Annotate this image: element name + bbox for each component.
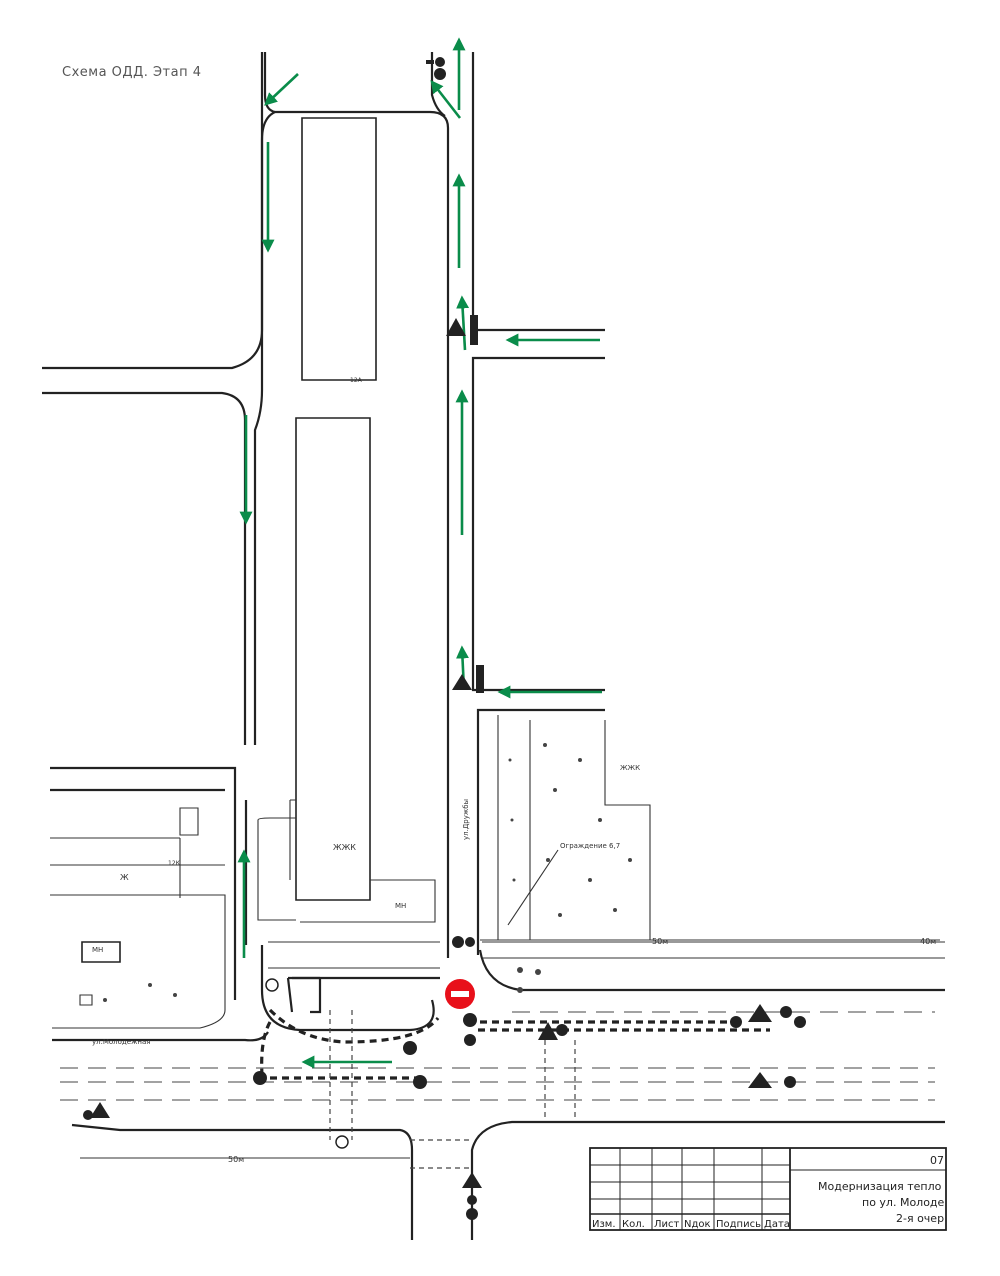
street-label-molodezhnaya: ул.Молодежная [92,1038,150,1046]
road-sign-icon [748,1072,796,1088]
road-signs [83,57,806,1220]
stamp-header-kol: Кол. [622,1219,645,1230]
road-sign-icon [83,1102,110,1120]
road-sign-icon [538,1022,568,1040]
road-sign-icon [730,1004,806,1028]
road-network [42,52,945,1240]
building-label-mn-left: МН [92,946,103,954]
building-label-zhk: ЖЖК [333,843,356,852]
road-sign-icon [265,978,279,992]
stamp-sheet-number: 07 [930,1154,944,1167]
map-labels: ЖЖК ЖЖК МН МН Ж 12А 12К ул.Дружбы ул.Мол… [92,377,936,1164]
road-sign-icon [426,57,446,80]
stamp-project-line-2: по ул. Молоде [862,1196,945,1209]
title-block: Изм. Кол. Лист Nдок Подпись Дата 07 Моде… [589,1147,947,1231]
stamp-header-izm: Изм. [592,1219,616,1230]
road-sign-icon [335,1135,349,1149]
building-number-k: 12К [168,860,181,867]
road-sign-icon [462,1172,482,1220]
building-label-zh-left: Ж [120,873,129,882]
building-label-mn: МН [395,902,406,910]
stamp-project-line-1: Модернизация тепло [818,1180,942,1193]
detour-annotation: Ограждение 6,7 [560,842,620,850]
traffic-direction-arrow-icon [430,79,462,119]
distance-right-far: 40м [920,937,936,946]
stamp-header-podpis: Подпись [716,1219,761,1230]
building-number-north: 12А [350,377,363,384]
building-label-zhk-east: ЖЖК [620,764,640,772]
distance-bottom: 50м [228,1155,244,1164]
distance-right-top: 50м [652,937,668,946]
stamp-project-line-3: 2-я очер [896,1212,944,1225]
road-sign-icon [413,1075,427,1089]
work-zone [254,976,770,1169]
road-sign-icon [452,936,475,948]
traffic-direction-arrow-icon [264,73,299,106]
landscape-marks [103,743,632,1002]
road-sign-icon [446,315,478,345]
buildings [79,117,651,1006]
detour-arrows [237,37,602,1069]
stamp-header-list: Лист [654,1219,680,1230]
annotation-leader-line [507,849,559,926]
road-sign-icon [403,1041,417,1055]
road-sign-icon [253,1071,267,1085]
street-label-druzhby: ул.Дружбы [462,799,470,840]
scheme-title: Схема ОДД. Этап 4 [62,65,202,80]
no-entry-sign-icon [445,979,475,1009]
road-sign-icon [452,665,484,693]
stamp-header-data: Дата [764,1219,790,1230]
stamp-header-ndok: Nдок [684,1219,711,1230]
traffic-direction-arrow-icon [456,295,470,351]
road-sign-icon [463,1013,477,1046]
